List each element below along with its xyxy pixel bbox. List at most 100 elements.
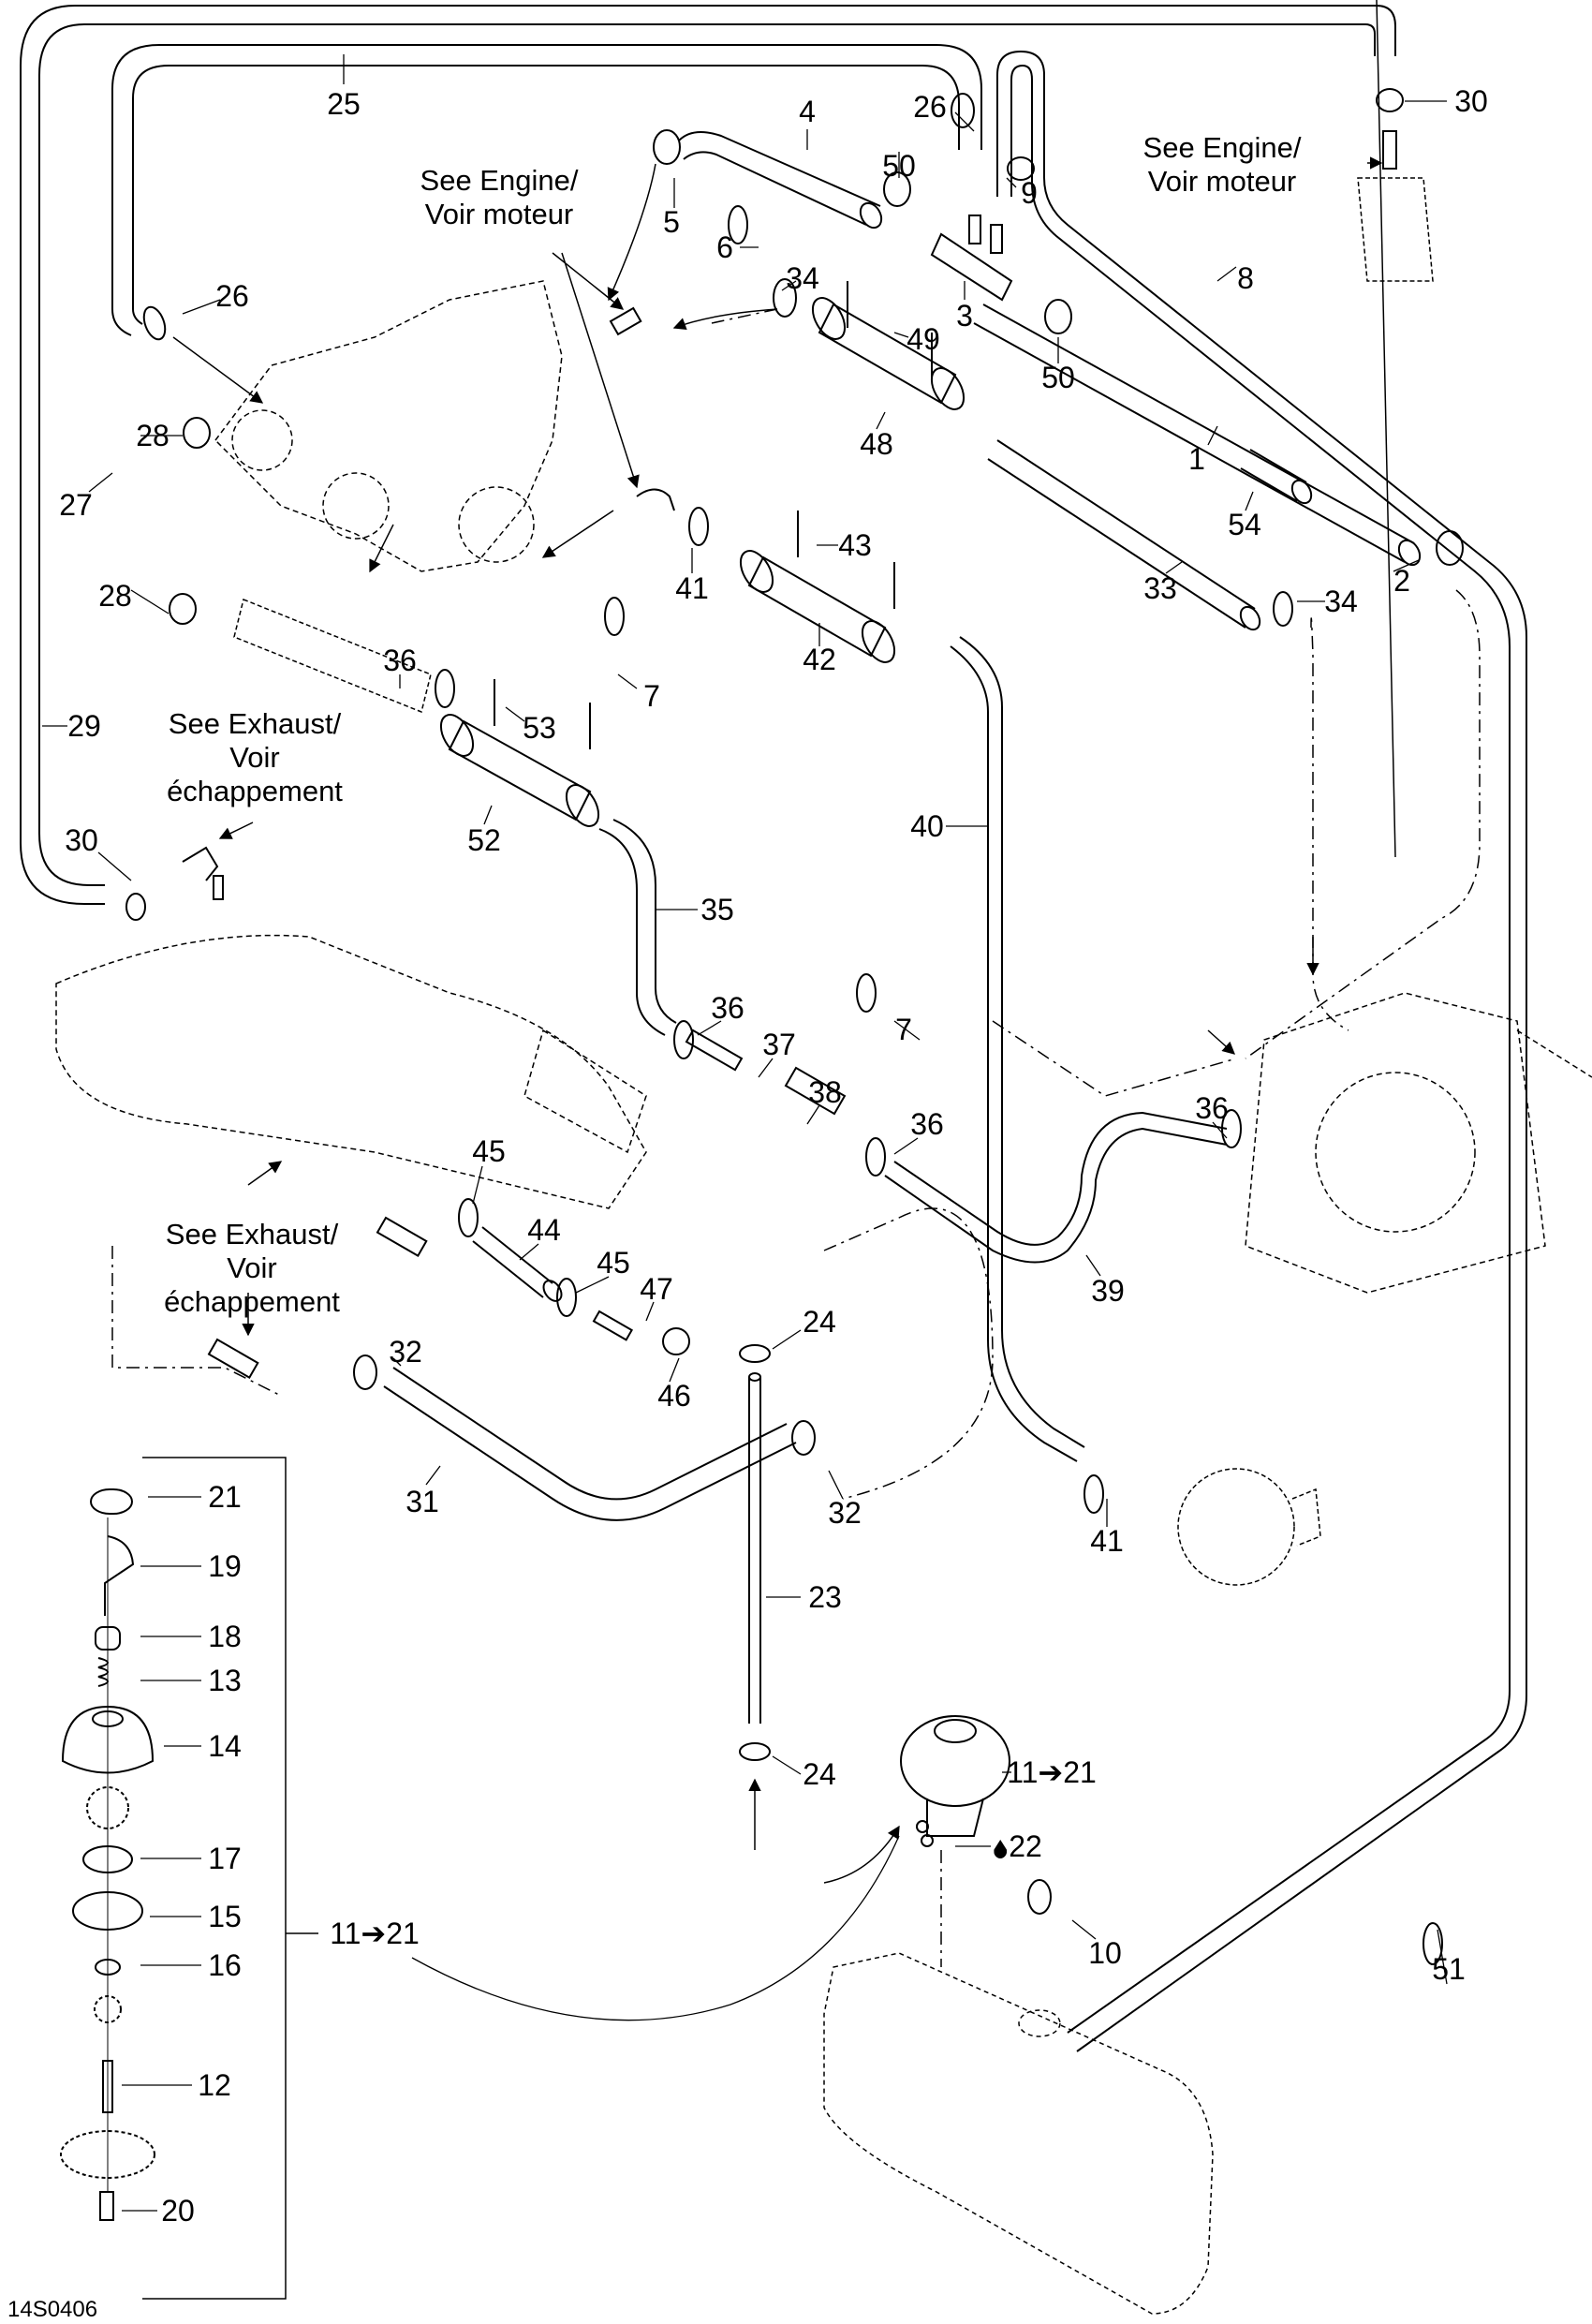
reference-see-engine-top: See Engine/ Voir moteur <box>420 164 579 231</box>
hose-54 <box>1240 449 1313 505</box>
callout-50: 50 <box>882 149 916 183</box>
coolant-manifold <box>233 598 432 714</box>
figure-id: 14S0406 <box>7 2297 98 2322</box>
callout-20: 20 <box>161 2194 195 2228</box>
reference-text: See Engine/ Voir moteur <box>1142 131 1302 198</box>
clamps <box>125 88 1464 1965</box>
callout-15: 15 <box>208 1900 242 1933</box>
engine-block <box>214 280 563 572</box>
callout-11-to-21: 11➔21 <box>1007 1755 1097 1789</box>
callout-40: 40 <box>910 809 944 843</box>
callout-45: 45 <box>472 1134 506 1168</box>
callout-27: 27 <box>59 488 93 522</box>
callout-7: 7 <box>643 679 660 713</box>
callout-8: 8 <box>1237 261 1254 295</box>
fittings <box>182 130 1434 1379</box>
leader-lines <box>42 54 1448 2212</box>
callout-36: 36 <box>1195 1091 1229 1125</box>
callout-53: 53 <box>523 711 556 745</box>
callout-29: 29 <box>67 709 101 743</box>
callout-22: 22 <box>994 1831 1042 1861</box>
hose-40 <box>950 636 1085 1462</box>
callout-36: 36 <box>711 991 744 1025</box>
callout-28: 28 <box>136 419 170 452</box>
callout-45: 45 <box>597 1246 630 1280</box>
callout-17: 17 <box>208 1842 242 1875</box>
callout-30: 30 <box>1454 84 1488 118</box>
callout-52: 52 <box>467 823 501 857</box>
reference-arrows <box>172 0 1396 1884</box>
hose-33 <box>987 439 1261 631</box>
hose-29 <box>20 5 1396 905</box>
heater-sleeve-42 <box>739 511 896 663</box>
callout-19: 19 <box>208 1549 242 1583</box>
inset-bracket <box>142 1457 318 2300</box>
callout-48: 48 <box>860 427 893 461</box>
callout-34: 34 <box>1324 585 1358 618</box>
reference-see-exhaust-lower: See Exhaust/ Voir échappement <box>164 1218 340 1319</box>
hose-8 <box>996 50 1527 2052</box>
callout-21: 21 <box>208 1480 242 1514</box>
callout-14: 14 <box>208 1729 242 1763</box>
hose-39 <box>884 1111 1228 1264</box>
pump-housing <box>1245 992 1592 1294</box>
callout-1: 1 <box>1188 442 1205 476</box>
callout-10: 10 <box>1088 1936 1122 1970</box>
callout-11-to-21: 11➔21 <box>330 1917 420 1950</box>
callout-33: 33 <box>1143 571 1177 605</box>
callout-24: 24 <box>803 1757 836 1791</box>
callout-16: 16 <box>208 1948 242 1982</box>
callout-54: 54 <box>1228 508 1261 541</box>
reference-text: See Engine/ Voir moteur <box>420 164 579 230</box>
callout-51: 51 <box>1432 1952 1466 1986</box>
callout-32: 32 <box>828 1496 862 1530</box>
callout-4: 4 <box>799 95 816 128</box>
hose-1 <box>973 303 1422 567</box>
callout-30: 30 <box>65 823 98 857</box>
callout-39: 39 <box>1091 1274 1125 1308</box>
connection-guides <box>111 308 1481 1967</box>
reference-see-exhaust-upper: See Exhaust/ Voir échappement <box>167 707 343 808</box>
callout-31: 31 <box>405 1485 439 1518</box>
callout-24: 24 <box>803 1305 836 1339</box>
exhaust-manifold <box>55 934 647 1209</box>
callout-41: 41 <box>1090 1524 1124 1558</box>
hose-35 <box>598 819 677 1036</box>
heater-sleeve-48 <box>811 281 966 410</box>
callout-26: 26 <box>215 279 249 313</box>
callout-22-text: 22 <box>1009 1829 1042 1863</box>
callout-34: 34 <box>786 261 819 295</box>
callout-2: 2 <box>1393 564 1410 598</box>
callout-28: 28 <box>98 579 132 613</box>
callout-7: 7 <box>895 1013 912 1046</box>
callout-9: 9 <box>1021 176 1038 210</box>
callout-49: 49 <box>907 322 940 356</box>
callout-36: 36 <box>383 644 417 677</box>
callout-26: 26 <box>913 90 947 124</box>
callout-3: 3 <box>956 299 973 333</box>
callout-36: 36 <box>910 1107 944 1141</box>
tube-23 <box>748 1372 761 1724</box>
oil-drop-icon <box>994 1840 1008 1858</box>
callout-43: 43 <box>838 528 872 562</box>
callout-41: 41 <box>675 571 709 605</box>
callout-25: 25 <box>327 87 361 121</box>
callout-37: 37 <box>762 1028 796 1061</box>
hose-31 <box>383 1367 797 1521</box>
reference-text: See Exhaust/ Voir échappement <box>167 707 343 807</box>
reference-text: See Exhaust/ Voir échappement <box>164 1218 340 1318</box>
coolant-reservoir <box>900 1715 1010 1847</box>
hose-4 <box>678 131 883 229</box>
reservoir-tank-outline <box>823 1952 1214 2315</box>
fuel-filter-outline <box>1177 1468 1321 1586</box>
callout-13: 13 <box>208 1664 242 1697</box>
heater-sleeve-52 <box>439 679 600 827</box>
callout-46: 46 <box>657 1379 691 1413</box>
callout-38: 38 <box>808 1075 842 1109</box>
hose-25 <box>111 44 982 336</box>
callout-6: 6 <box>716 230 733 264</box>
callout-5: 5 <box>663 205 680 239</box>
inset-parts <box>60 1488 155 2221</box>
callout-44: 44 <box>527 1213 561 1247</box>
callout-50: 50 <box>1041 361 1075 394</box>
